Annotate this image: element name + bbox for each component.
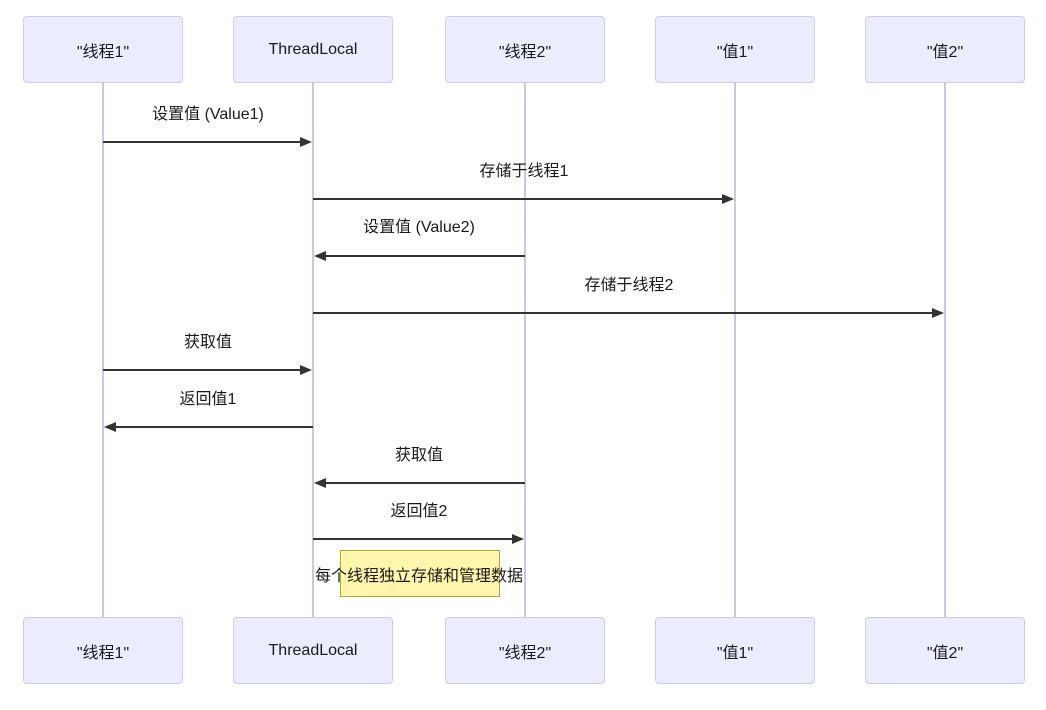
actor-bottom-value1: "值1"	[655, 617, 815, 684]
actor-top-threadlocal: ThreadLocal	[233, 16, 393, 83]
actor-bottom-threadlocal: ThreadLocal	[233, 617, 393, 684]
actor-label: ThreadLocal	[268, 641, 358, 659]
message-arrowhead	[512, 534, 524, 544]
message-arrowhead	[314, 251, 326, 261]
message-label: 获取值	[183, 334, 233, 351]
message-arrowhead	[300, 137, 312, 147]
actor-top-thread1: "线程1"	[23, 16, 183, 83]
message-label: 存储于线程1	[479, 163, 569, 180]
message-arrowhead	[722, 194, 734, 204]
lifeline-thread1	[102, 82, 104, 618]
lifeline-value2	[944, 82, 946, 618]
actor-label: "值1"	[716, 43, 754, 61]
message-arrowhead	[932, 308, 944, 318]
actor-top-value1: "值1"	[655, 16, 815, 83]
message-label: 返回值2	[390, 503, 448, 520]
actor-label: ThreadLocal	[268, 40, 358, 58]
message-line	[313, 312, 934, 314]
lifeline-threadlocal	[312, 82, 314, 618]
lifeline-value1	[734, 82, 736, 618]
message-line	[103, 369, 302, 371]
message-label: 返回值1	[179, 391, 237, 408]
message-arrowhead	[104, 422, 116, 432]
note-box	[340, 550, 500, 597]
message-label: 获取值	[394, 447, 444, 464]
message-label: 存储于线程2	[584, 277, 674, 294]
lifeline-thread2	[524, 82, 526, 618]
actor-bottom-thread2: "线程2"	[445, 617, 605, 684]
message-arrowhead	[300, 365, 312, 375]
note-label: 每个线程独立存储和管理数据	[314, 568, 524, 585]
actor-label: "值1"	[716, 644, 754, 662]
actor-label: "线程1"	[76, 43, 130, 61]
actor-label: "线程1"	[76, 644, 130, 662]
message-line	[324, 482, 525, 484]
message-line	[313, 538, 514, 540]
message-arrowhead	[314, 478, 326, 488]
actor-label: "线程2"	[498, 43, 552, 61]
message-label: 设置值 (Value1)	[152, 106, 264, 123]
message-line	[114, 426, 313, 428]
message-line	[103, 141, 302, 143]
actor-label: "值2"	[926, 43, 964, 61]
actor-label: "值2"	[926, 644, 964, 662]
actor-label: "线程2"	[498, 644, 552, 662]
actor-bottom-value2: "值2"	[865, 617, 1025, 684]
message-line	[313, 198, 724, 200]
message-line	[324, 255, 525, 257]
actor-bottom-thread1: "线程1"	[23, 617, 183, 684]
actor-top-thread2: "线程2"	[445, 16, 605, 83]
message-label: 设置值 (Value2)	[363, 219, 475, 236]
actor-top-value2: "值2"	[865, 16, 1025, 83]
